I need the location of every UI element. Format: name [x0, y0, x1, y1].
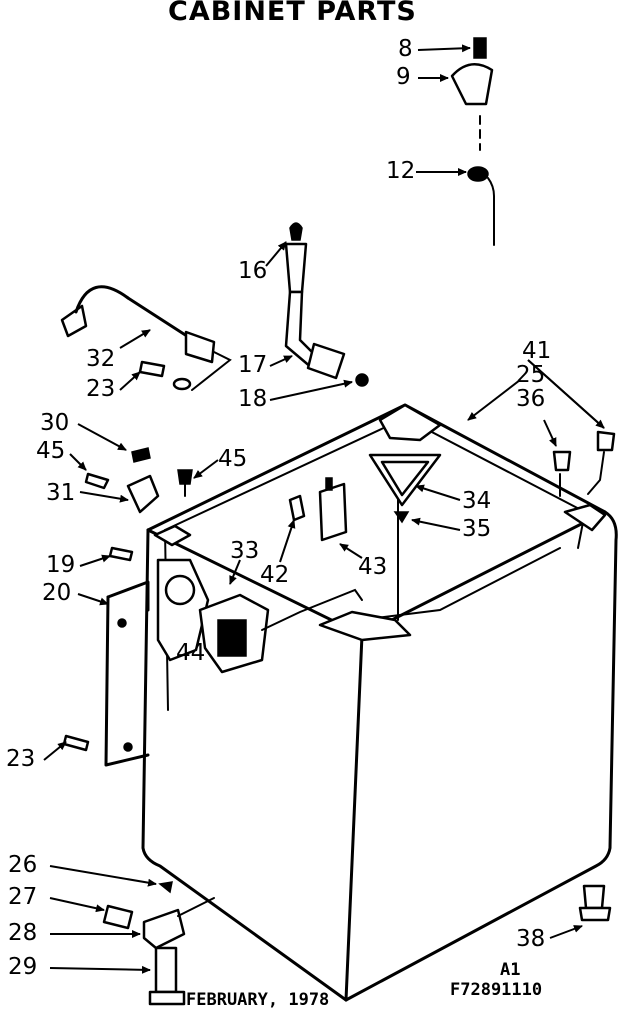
callout-16: 16 — [238, 258, 268, 284]
fill-hose — [284, 222, 369, 387]
callout-23-upper: 23 — [86, 376, 116, 402]
callout-41: 41 — [522, 338, 552, 364]
footer-date: FEBRUARY, 1978 — [186, 990, 330, 1010]
callout-29: 29 — [8, 954, 38, 980]
lid-hinge-parts — [450, 37, 495, 246]
callout-23-lower: 23 — [6, 746, 36, 772]
callout-34: 34 — [462, 488, 492, 514]
callout-27: 27 — [8, 884, 38, 910]
callout-30: 30 — [40, 410, 70, 436]
callout-33: 33 — [230, 538, 260, 564]
leveling-legs — [102, 881, 612, 1006]
footer-part-code: F72891110 — [450, 980, 543, 1000]
callout-45-right: 45 — [218, 446, 248, 472]
callout-43: 43 — [358, 554, 388, 580]
diagram-title: CABINET PARTS — [168, 0, 417, 27]
callout-20: 20 — [42, 580, 72, 606]
switch-assembly — [156, 558, 363, 674]
callout-35: 35 — [462, 516, 492, 542]
callout-17: 17 — [238, 352, 268, 378]
dispenser-plate — [288, 477, 348, 542]
callout-45-left: 45 — [36, 438, 66, 464]
cabinet-body — [141, 403, 618, 1002]
callout-42: 42 — [260, 562, 290, 588]
callout-18: 18 — [238, 386, 268, 412]
callout-32: 32 — [86, 346, 116, 372]
callout-8: 8 — [398, 36, 413, 62]
callout-38: 38 — [516, 926, 546, 952]
hinge-brace — [368, 453, 442, 524]
callout-19: 19 — [46, 552, 76, 578]
leader-lines — [43, 44, 605, 974]
power-cord — [60, 285, 232, 391]
footer-sheet: A1 — [500, 960, 521, 980]
rim-hardware — [62, 430, 616, 752]
callout-25: 25 — [516, 362, 546, 388]
callout-9: 9 — [396, 64, 411, 90]
callout-28: 28 — [8, 920, 38, 946]
callout-36: 36 — [516, 386, 546, 412]
callout-31: 31 — [46, 480, 76, 506]
callout-44: 44 — [176, 640, 206, 666]
control-panel-bracket — [104, 580, 150, 767]
callout-26: 26 — [8, 852, 38, 878]
callout-12: 12 — [386, 158, 416, 184]
